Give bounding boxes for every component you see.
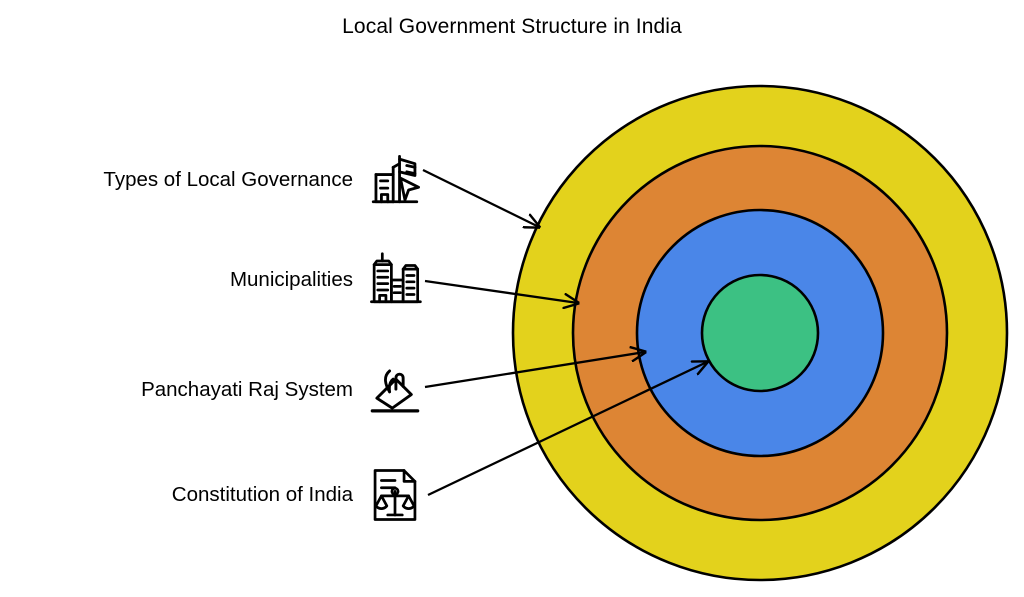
arrow-types-of-local-governance bbox=[422, 168, 539, 227]
label-row-constitution-of-india: Constitution of India bbox=[12, 465, 424, 525]
hand-ballot-vote-icon bbox=[366, 361, 424, 419]
arrow-panchayati-raj-system bbox=[424, 352, 645, 389]
label-text-panchayati-raj-system: Panchayati Raj System bbox=[141, 377, 353, 401]
label-text-types-of-local-governance: Types of Local Governance bbox=[103, 167, 353, 191]
label-row-panchayati-raj-system: Panchayati Raj System bbox=[12, 360, 424, 420]
label-row-municipalities: Municipalities bbox=[12, 250, 424, 310]
label-row-types-of-local-governance: Types of Local Governance bbox=[12, 150, 424, 210]
arrow-municipalities bbox=[424, 279, 578, 303]
page-title: Local Government Structure in India bbox=[342, 15, 682, 38]
label-text-constitution-of-india: Constitution of India bbox=[171, 482, 353, 506]
arrow-constitution-of-india bbox=[427, 362, 707, 497]
label-text-municipalities: Municipalities bbox=[229, 267, 353, 291]
city-building-flag-cursor-icon bbox=[366, 151, 424, 209]
ring-constitution-of-india bbox=[700, 273, 820, 393]
document-scales-of-justice-icon bbox=[366, 466, 424, 524]
city-skyline-buildings-icon bbox=[366, 251, 424, 309]
